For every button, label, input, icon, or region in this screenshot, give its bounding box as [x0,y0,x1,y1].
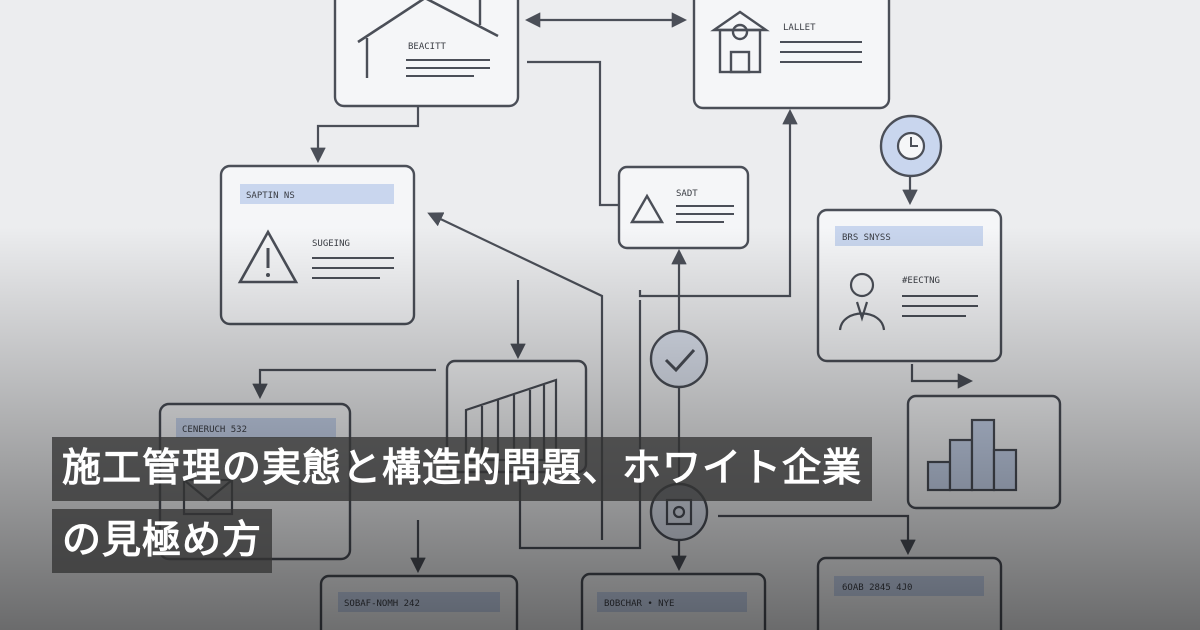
tower-card: LALLET [692,0,891,110]
person-card: BRS SNYSS #EECTNG [816,208,1003,363]
mail-card-label: CENERUCH 532 [182,425,247,435]
triangle-card: SADT [617,165,750,250]
check-node [649,329,709,389]
bottom-mid-card-label: BOBCHAR • NYE [604,599,674,609]
bottom-left-card-label: SOBAF-NOMH 242 [344,599,420,609]
bottom-right-card-label: 6OAB 2845 4J0 [842,583,912,593]
clock-node [879,114,943,178]
triangle-card-label: SADT [676,189,698,199]
warning-card-sub-label: SUGEING [312,239,350,249]
bottom-left-card: SOBAF-NOMH 242 [319,574,519,630]
warning-card-label: SAPTIN NS [246,191,295,201]
house-card: BEACITT [333,0,520,108]
person-card-label: BRS SNYSS [842,233,891,243]
warning-card: SAPTIN NS SUGEING [219,164,416,326]
hero-title-line-2: の見極め方 [52,509,273,573]
hero-title-line-1: 施工管理の実態と構造的問題、ホワイト企業 [52,437,873,501]
hero-title: 施工管理の実態と構造的問題、ホワイト企業 の見極め方 [52,437,873,573]
bottom-mid-card: BOBCHAR • NYE [580,572,767,630]
tower-card-label: LALLET [783,23,816,33]
person-card-sub-label: #EECTNG [902,276,940,286]
bar-chart-card [906,394,1062,510]
house-card-label: BEACITT [408,42,447,52]
